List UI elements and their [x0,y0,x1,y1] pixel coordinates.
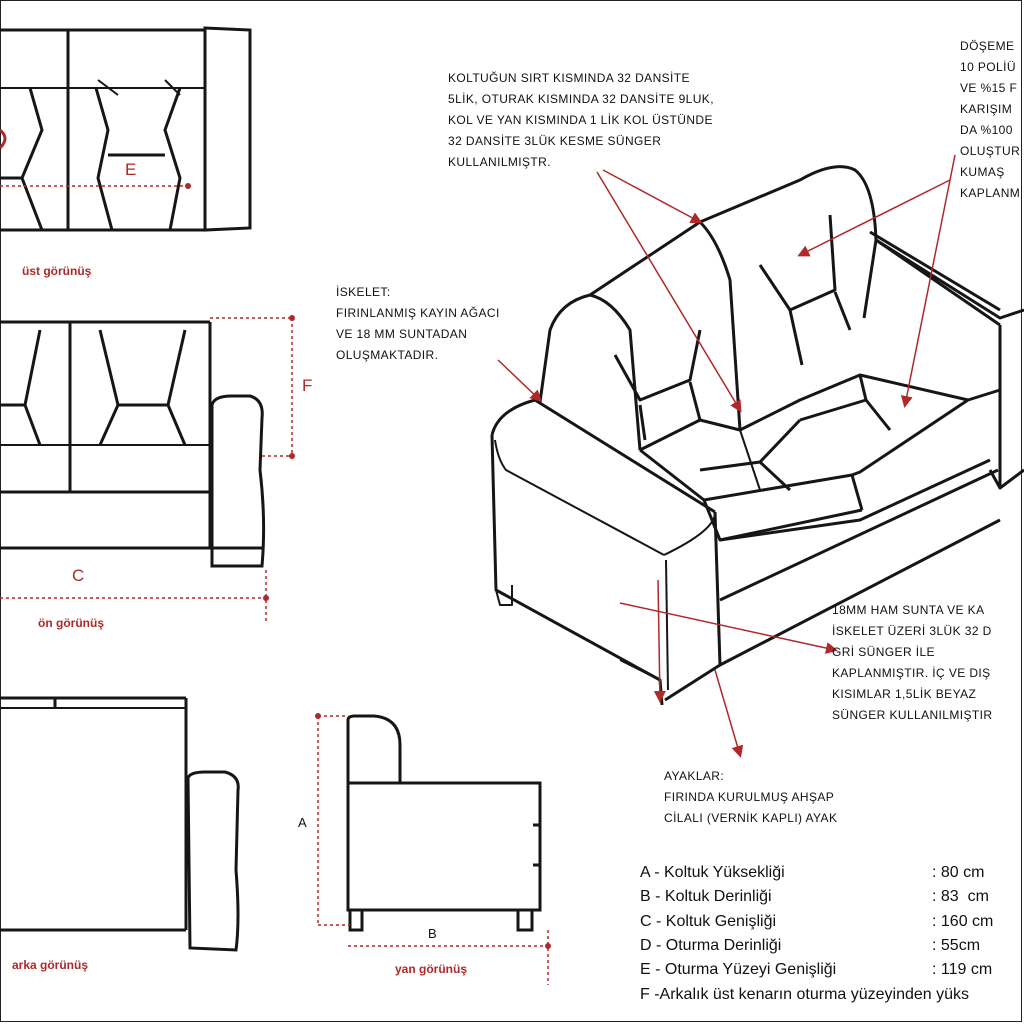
spec-value: : 119 cm [932,961,993,978]
dim-letter-e: E [125,160,137,179]
dim-point [315,713,321,719]
spec-name: F -Arkalık üst kenarın oturma yüzeyinden… [640,986,970,1003]
dim-mark [0,128,7,150]
side-view-caption: yan görünüş [395,962,468,976]
dim-letter-f: F [302,376,313,395]
front-view-caption: ön görünüş [38,616,104,630]
spec-value: : 160 cm [932,913,994,930]
spec-value: : 55cm [932,937,981,954]
spec-name: C - Koltuk Genişliği [640,913,777,930]
dim-point [545,943,551,949]
note-chipboard: 18MM HAM SUNTA VE KA İSKELET ÜZERİ 3LÜK … [832,603,993,722]
dim-point [289,453,295,459]
annotation-leaders [497,154,956,758]
top-view-caption: üst görünüş [22,264,92,278]
note-frame: İSKELET: FIRINLANMIŞ KAYIN AĞACI VE 18 M… [336,285,500,362]
note-upholstery: DÖŞEME 10 POLİÜ VE %15 F KARIŞIM DA %100… [960,39,1021,200]
top-view [0,26,252,232]
front-view-dimensions [0,317,293,622]
spec-name: D - Oturma Derinliği [640,937,782,954]
spec-value: : 80 cm [932,864,985,881]
spec-value: : 83 cm [932,888,989,905]
side-view [346,714,542,932]
spec-name: A - Koltuk Yüksekliği [640,864,785,881]
spec-name: E - Oturma Yüzeyi Genişliği [640,961,837,978]
back-view-caption: arka görünüş [12,958,89,972]
dim-letter-a: A [298,815,307,830]
dim-point [289,315,295,321]
dim-point [263,595,269,601]
side-view-dimensions [317,715,549,985]
back-view [0,696,240,952]
dim-point [185,183,191,189]
note-legs: AYAKLAR: FIRINDA KURULMUŞ AHŞAP CİLALI (… [664,769,838,825]
dim-letter-c: C [72,566,85,585]
front-view [0,320,266,568]
dim-letter-b: B [428,926,437,941]
note-backrest-foam: KOLTUĞUN SIRT KISMINDA 32 DANSİTE 5LİK, … [448,71,714,169]
spec-name: B - Koltuk Derinliği [640,888,772,905]
